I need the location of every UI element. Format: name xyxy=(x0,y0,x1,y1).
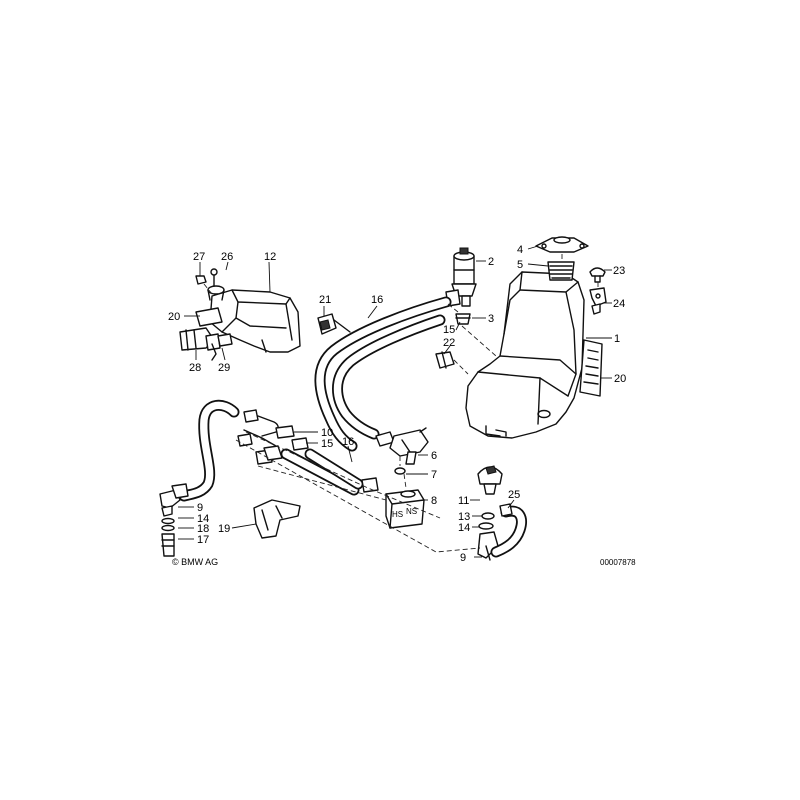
callout-18: 18 xyxy=(197,523,209,535)
hose-clip[interactable] xyxy=(317,313,351,335)
headlight-nozzle-cap[interactable] xyxy=(477,465,503,495)
callout-3: 3 xyxy=(488,313,494,325)
callout-4: 4 xyxy=(517,244,523,256)
hose-left-loop[interactable] xyxy=(178,399,240,502)
callout-9-left: 9 xyxy=(197,502,203,514)
callout-9-right: 9 xyxy=(460,552,466,564)
insulation-pad-right[interactable] xyxy=(579,339,603,397)
callout-20-left: 20 xyxy=(168,311,180,323)
callout-22: 22 xyxy=(443,337,455,349)
callout-16-lower: 16 xyxy=(342,436,354,448)
sealing-plug[interactable] xyxy=(435,351,455,369)
callout-8: 8 xyxy=(431,495,437,507)
callout-25: 25 xyxy=(508,489,520,501)
distribution-valve[interactable] xyxy=(389,427,429,465)
callout-26: 26 xyxy=(221,251,233,263)
washer-reservoir[interactable] xyxy=(465,271,585,439)
callout-29: 29 xyxy=(218,362,230,374)
callout-24: 24 xyxy=(613,298,625,310)
nozzle-left[interactable] xyxy=(159,483,189,557)
callout-23: 23 xyxy=(613,265,625,277)
pump-grommet[interactable] xyxy=(455,313,471,325)
callout-6: 6 xyxy=(431,450,437,462)
callout-15-upper: 15 xyxy=(443,324,455,336)
filler-strainer[interactable] xyxy=(547,261,575,281)
callout-1: 1 xyxy=(614,333,620,345)
aux-pump[interactable] xyxy=(179,327,221,351)
callout-28: 28 xyxy=(189,362,201,374)
nozzle-seal-right[interactable] xyxy=(478,512,495,530)
callout-7: 7 xyxy=(431,469,437,481)
callout-27: 27 xyxy=(193,251,205,263)
nozzle-bracket[interactable] xyxy=(253,499,301,539)
callout-20-right: 20 xyxy=(614,373,626,385)
callout-12: 12 xyxy=(264,251,276,263)
callout-11: 11 xyxy=(458,495,469,507)
callouts: 1 2 3 4 5 6 7 8 9 9 10 11 12 13 14 14 15… xyxy=(168,244,626,564)
valve-mark-ns: NS xyxy=(406,507,417,516)
aux-nut[interactable] xyxy=(195,275,207,285)
aux-wiring[interactable] xyxy=(211,343,217,361)
mounting-bracket[interactable] xyxy=(589,287,607,315)
hose-connectors-15[interactable] xyxy=(237,431,395,493)
callout-14-right: 14 xyxy=(458,522,470,534)
hose-pair-upper[interactable] xyxy=(314,296,452,452)
hose-pair-lower[interactable] xyxy=(280,448,364,496)
leader-lines xyxy=(178,245,612,558)
valve-mark-hs: HS xyxy=(392,510,403,519)
callout-15-lower: 15 xyxy=(321,438,333,450)
assembly-lines xyxy=(203,254,599,553)
valve-washer[interactable] xyxy=(394,467,406,475)
callout-10: 10 xyxy=(321,427,333,439)
level-sensor-cap[interactable] xyxy=(589,267,606,283)
callout-13: 13 xyxy=(458,511,470,523)
filler-cap[interactable] xyxy=(535,236,589,253)
callout-5: 5 xyxy=(517,259,523,271)
copyright-text: © BMW AG xyxy=(172,557,218,567)
hose-right-loop[interactable] xyxy=(490,503,527,558)
washer-pump[interactable] xyxy=(445,247,477,307)
insulation-pad-left[interactable] xyxy=(195,307,223,327)
callout-19: 19 xyxy=(218,523,230,535)
aux-bolt[interactable] xyxy=(210,268,218,287)
hose-connectors-10[interactable] xyxy=(243,409,295,447)
callout-2: 2 xyxy=(488,256,494,268)
callout-16-upper: 16 xyxy=(371,294,383,306)
callout-14-left: 14 xyxy=(197,513,209,525)
drawing-number: 00007878 xyxy=(600,558,636,567)
aux-grommet[interactable] xyxy=(217,333,233,347)
callout-21: 21 xyxy=(319,294,331,306)
callout-17: 17 xyxy=(197,534,209,546)
